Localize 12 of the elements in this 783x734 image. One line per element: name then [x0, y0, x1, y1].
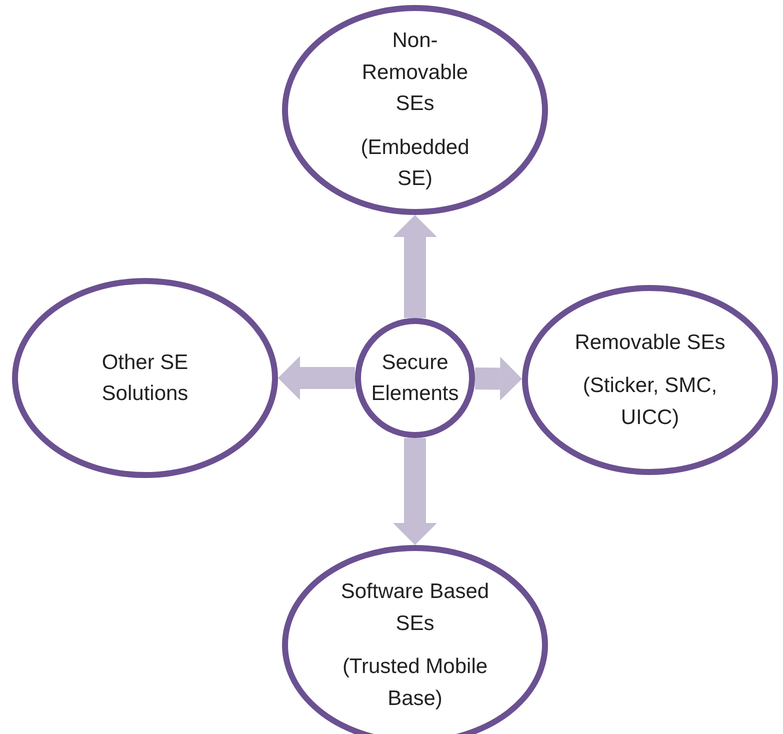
node-text: Removable SEs	[574, 330, 726, 356]
block-arrow	[393, 438, 437, 545]
node-text: Software Based SEs	[340, 579, 490, 636]
node-text: (Trusted Mobile Base)	[341, 654, 489, 712]
node-text: Other SE Solutions	[100, 350, 190, 407]
block-arrow	[278, 356, 355, 400]
node-text: (Embedded SE)	[360, 134, 470, 192]
block-arrow	[393, 215, 437, 318]
node-text: (Sticker, SMC, UICC)	[582, 373, 718, 431]
block-arrow	[474, 356, 522, 401]
node-text: Secure Elements	[370, 350, 460, 407]
node-text: Non-Removable SEs	[360, 28, 470, 118]
